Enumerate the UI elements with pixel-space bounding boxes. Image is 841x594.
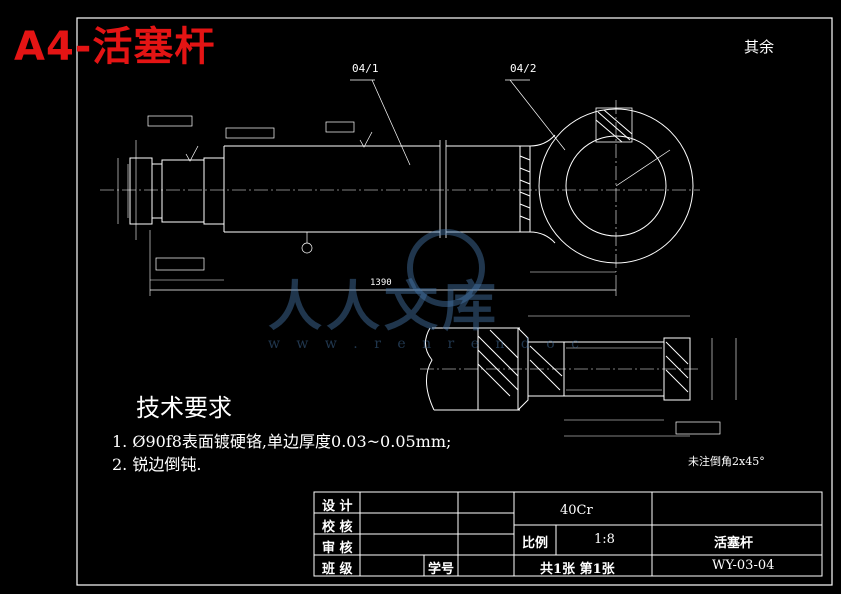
tb-row-review: 审 核 [322,541,353,556]
tb-row-class: 班 级 [322,562,353,577]
tb-sheets: 共1张 第1张 [540,562,615,577]
tb-part-name: 活塞杆 [714,536,754,551]
tb-scale-value: 1:8 [594,532,615,547]
roughness-note: 其余 [744,38,775,56]
watermark-text: 人人文库 [268,275,500,338]
requirements-title: 技术要求 [136,394,232,422]
tb-student-no: 学号 [428,562,455,577]
chamfer-note: 未注倒角2x45° [688,455,765,468]
requirement-item: 2. 锐边倒钝. [112,455,202,474]
tb-row-check: 校 核 [322,520,353,535]
length-dimension: 1390 [370,278,392,288]
watermark-logo-ring [407,229,485,307]
piston-rod-view [100,79,700,296]
sheet-border [76,17,833,586]
requirement-item: 1. Ø90f8表面镀硬铬,单边厚度0.03~0.05mm; [112,432,452,451]
title-block [313,491,823,577]
tb-material: 40Cr [560,503,593,518]
part-callout-2: 04/2 [510,62,537,75]
tb-scale-label: 比例 [522,536,549,551]
tb-drawing-no: WY-03-04 [712,558,775,573]
part-callout-1: 04/1 [352,62,379,75]
tb-row-design: 设 计 [322,499,353,514]
watermark-url: w w w . r e n r e n d o c [268,336,586,352]
drawing-title: A4-活塞杆 [14,24,216,70]
section-view [420,315,737,437]
